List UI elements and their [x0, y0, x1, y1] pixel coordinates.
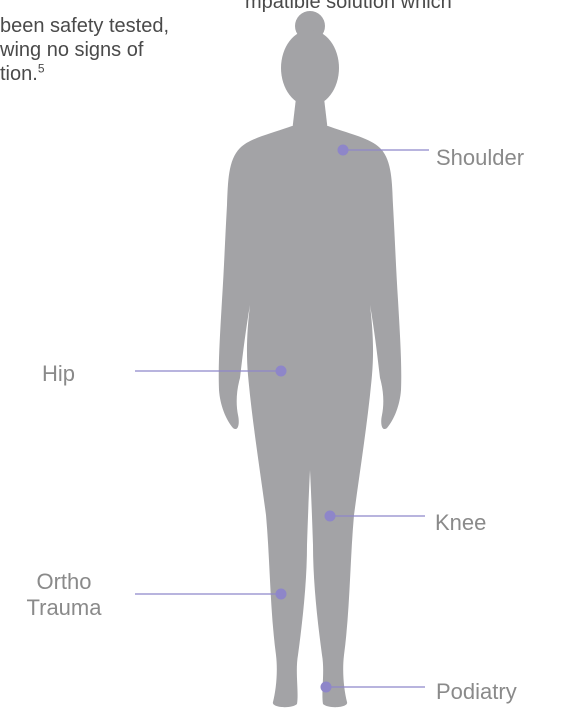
body — [219, 126, 402, 707]
hip-label: Hip — [42, 361, 75, 387]
podiatry-marker — [321, 682, 332, 693]
human-silhouette — [219, 11, 402, 707]
shoulder-marker — [338, 145, 349, 156]
head — [281, 30, 339, 106]
shoulder-label: Shoulder — [436, 145, 524, 171]
ortho-trauma-marker — [276, 589, 287, 600]
ortho-label-line-1: Ortho — [18, 569, 110, 595]
knee-label: Knee — [435, 510, 486, 536]
hip-marker — [276, 366, 287, 377]
ortho-trauma-label: Ortho Trauma — [18, 569, 110, 621]
podiatry-label: Podiatry — [436, 679, 517, 705]
knee-marker — [325, 511, 336, 522]
ortho-label-line-2: Trauma — [18, 595, 110, 621]
